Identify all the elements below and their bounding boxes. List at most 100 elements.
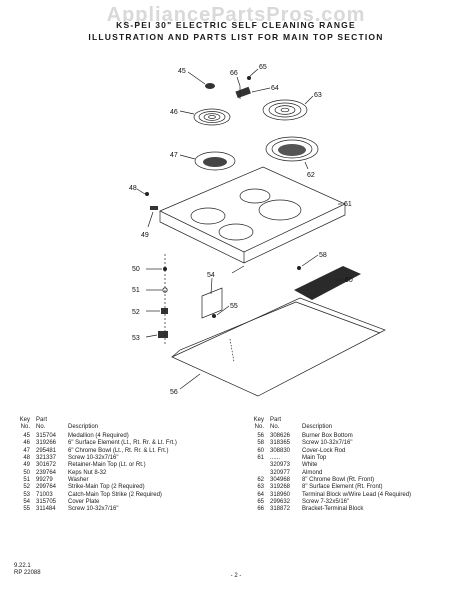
callout-50: 50 [132, 266, 140, 273]
callout-65: 65 [259, 64, 267, 71]
description-cell: Keps Nut 8-32 [68, 469, 107, 476]
part-number-cell: 308626 [270, 433, 291, 439]
part-number-cell: 318960 [270, 491, 291, 498]
description-cell: 8" Chrome Bowl (Rt. Front) [302, 477, 375, 484]
description-cell: Medallion (4 Required) [68, 433, 129, 439]
table-row: 53 71003 Catch-Main Top Strike (2 Required… [4, 492, 232, 499]
callout-58: 58 [319, 252, 327, 259]
table-row: 66 318872 Bracket-Terminal Block [238, 506, 470, 513]
part-number-cell: 308830 [270, 447, 291, 454]
key-cell: 56 [257, 433, 264, 439]
key-cell: 53 [23, 491, 30, 498]
page-number: - 2 - [230, 573, 242, 579]
description-cell: Washer [68, 477, 89, 484]
key-cell [238, 470, 270, 477]
callout-51: 51 [132, 287, 140, 294]
callout-63: 63 [314, 92, 322, 99]
callout-46: 46 [170, 109, 178, 116]
callout-60: 60 [345, 277, 353, 284]
callout-55: 55 [230, 303, 238, 310]
description-cell: Main Top [302, 455, 327, 462]
description-cell: Screw 10-32x7/16" [68, 506, 119, 513]
document-title: KS-PEI 30" ELECTRIC SELF CLEANING RANGE [116, 20, 356, 30]
key-cell: 58 [257, 440, 264, 447]
main-top-panel [159, 166, 346, 274]
description-cell: Catch-Main Top Strike (2 Required) [68, 491, 162, 498]
part-number-cell: 318365 [270, 440, 291, 447]
part-number-cell: 321337 [36, 455, 57, 462]
part-number-cell: 311484 [36, 506, 56, 513]
table-row: 48 321337 Screw 10-32x7/16" [4, 455, 232, 462]
description-cell: 8" Surface Element (Rt. Front) [302, 484, 383, 491]
col-description-header: Description [68, 424, 99, 430]
part-number-cell: 295481 [36, 447, 57, 454]
key-cell: 52 [23, 484, 30, 491]
description-cell: Bracket-Terminal Block [302, 506, 364, 513]
terminal-block [235, 86, 251, 99]
revision-code: 9.22.1 [14, 563, 31, 569]
screw-retainer [145, 192, 149, 196]
col-description-header: Description [302, 424, 333, 430]
key-cell: 46 [23, 440, 30, 447]
document-codes: 9.22.1 RP 22088 [14, 563, 41, 577]
medallion [205, 83, 215, 89]
key-cell: 61 [257, 455, 264, 462]
part-number-cell: 239764 [36, 469, 57, 476]
part-number-cell: ...... [270, 455, 281, 462]
key-cell: 47 [23, 447, 30, 454]
screw-terminal [247, 76, 251, 80]
key-cell: 62 [257, 477, 264, 484]
part-number-cell: 71003 [36, 491, 53, 498]
key-cell: 66 [257, 506, 264, 513]
cover-lock-rod [294, 266, 361, 300]
callout-labels: 45 46 47 48 49 50 51 52 53 54 55 56 58 6… [129, 64, 353, 396]
part-number-cell: 320973 [270, 462, 291, 469]
catch [158, 331, 168, 338]
description-cell: Screw 10-32x7/16" [68, 455, 119, 462]
burner-box-bottom [171, 297, 386, 397]
part-number-cell: 318872 [270, 506, 291, 513]
part-number-cell: 301672 [36, 462, 57, 469]
description-cell: White [302, 462, 318, 469]
table-row: 46 319266 6" Surface Element (Lt., Rt. Rr.… [4, 440, 232, 447]
part-number-cell: 299764 [36, 484, 57, 491]
key-cell: 65 [257, 499, 264, 506]
part-number-cell: 320977 [270, 469, 291, 476]
chrome-bowl-small [194, 151, 236, 171]
description-cell: 6" Surface Element (Lt., Rt. Rr. & Lt. F… [68, 440, 177, 447]
key-cell: 64 [257, 491, 264, 498]
exploded-parts-diagram: 45 46 47 48 49 50 51 52 53 54 55 56 58 6… [129, 64, 386, 397]
part-number-cell: 319268 [270, 484, 291, 491]
key-cell: 45 [23, 433, 30, 439]
strike [161, 308, 168, 314]
callout-49: 49 [141, 232, 149, 239]
key-cell: 50 [23, 469, 30, 476]
surface-element-small [193, 108, 231, 126]
key-cell: 48 [23, 455, 30, 462]
callout-64: 64 [271, 85, 279, 92]
document-subtitle: ILLUSTRATION AND PARTS LIST FOR MAIN TOP… [88, 32, 384, 42]
description-cell: Cover-Lock Rod [302, 447, 346, 454]
part-number-cell: 319266 [36, 440, 57, 447]
callout-53: 53 [132, 335, 140, 342]
callout-62: 62 [307, 172, 315, 179]
retainer [150, 206, 158, 210]
table-row: 50 239764 Keps Nut 8-32 [4, 470, 232, 477]
key-cell: 60 [257, 447, 264, 454]
